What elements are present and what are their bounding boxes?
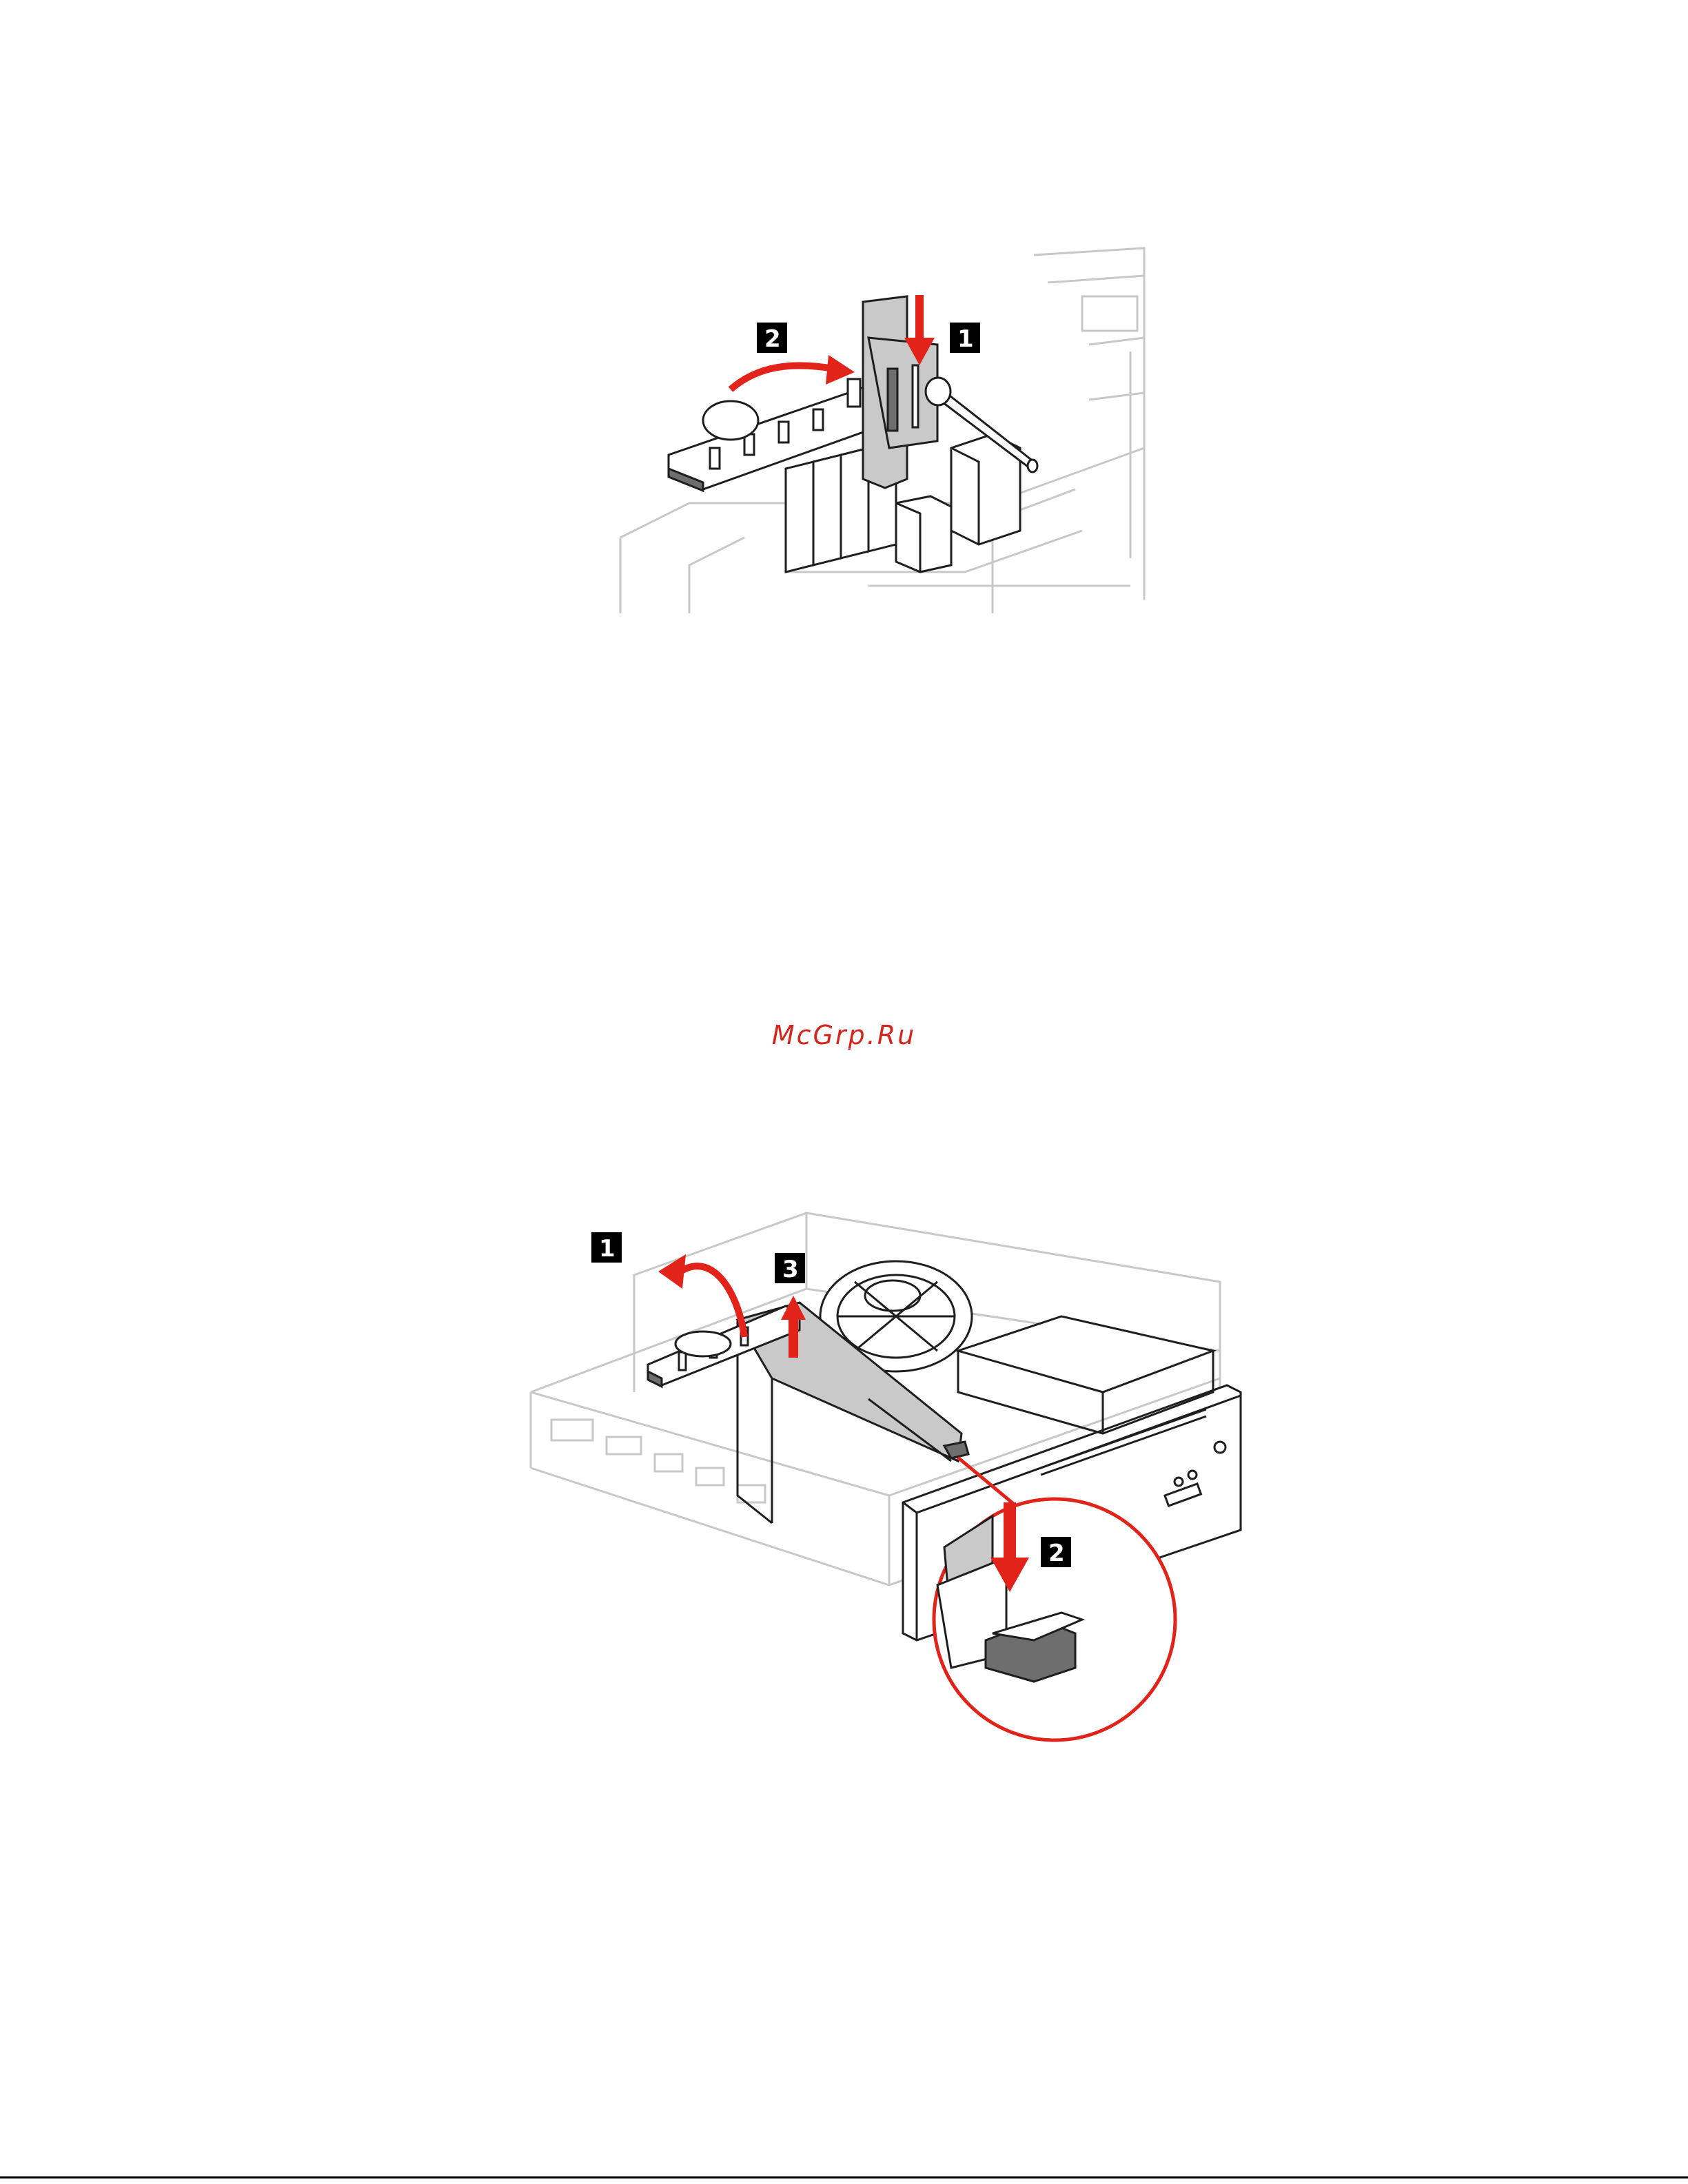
arrow-down-stem-2: [1004, 1502, 1016, 1564]
callout-1: 1: [950, 323, 980, 353]
svg-text:2: 2: [764, 325, 781, 353]
svg-text:3: 3: [782, 1256, 799, 1283]
callout-2: 2: [1041, 1537, 1071, 1567]
svg-text:1: 1: [957, 325, 974, 353]
figure-bracket-latch: 1 2: [607, 241, 1158, 627]
callout-3: 3: [775, 1253, 805, 1283]
watermark-text: McGrp.Ru: [0, 1020, 1688, 1050]
svg-text:2: 2: [1048, 1540, 1065, 1567]
arrow-curve-icon-2: [658, 1254, 686, 1289]
arrow-curve-path-2: [675, 1266, 744, 1337]
footer-rule: [0, 2176, 1688, 2178]
callout-2: 2: [757, 323, 787, 353]
svg-text:1: 1: [599, 1235, 616, 1263]
callout-1: 1: [591, 1232, 622, 1263]
figure-card-removal: 1 3 2: [510, 1172, 1268, 1764]
arrow-curve-path: [731, 365, 834, 389]
arrow-up-stem: [789, 1316, 798, 1358]
bracket-latch-illustration: 1 2: [607, 241, 1158, 627]
card-removal-illustration: 1 3 2: [510, 1172, 1268, 1764]
board-components: [896, 434, 1020, 572]
arrow-down-stem: [915, 295, 924, 343]
